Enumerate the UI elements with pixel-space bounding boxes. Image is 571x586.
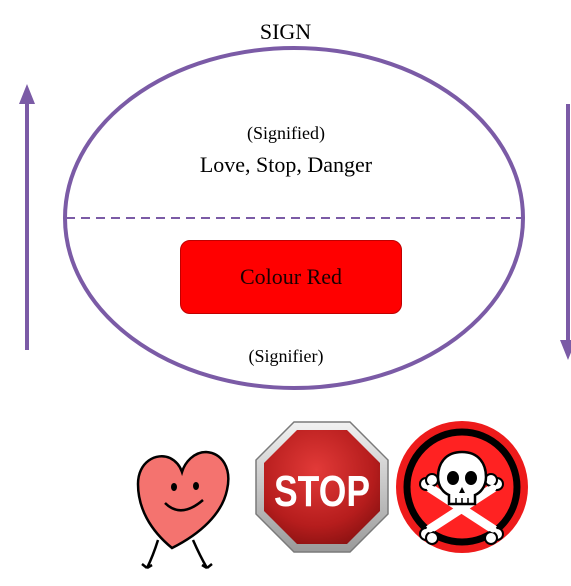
signifier-box: Colour Red [180,240,402,314]
signified-label: (Signified) [247,123,325,143]
skull-crossbones-icon [396,421,528,553]
signifier-label: (Signifier) [248,346,324,366]
stop-sign-icon: STOP [255,421,389,553]
down-arrow-icon [560,104,571,360]
heart-icon [136,450,230,570]
stop-sign-text: STOP [274,467,370,516]
signified-values: Love, Stop, Danger [199,152,373,177]
sign-ellipse [63,46,525,390]
up-arrow-icon [19,84,35,350]
diagram-title: SIGN [259,19,312,44]
